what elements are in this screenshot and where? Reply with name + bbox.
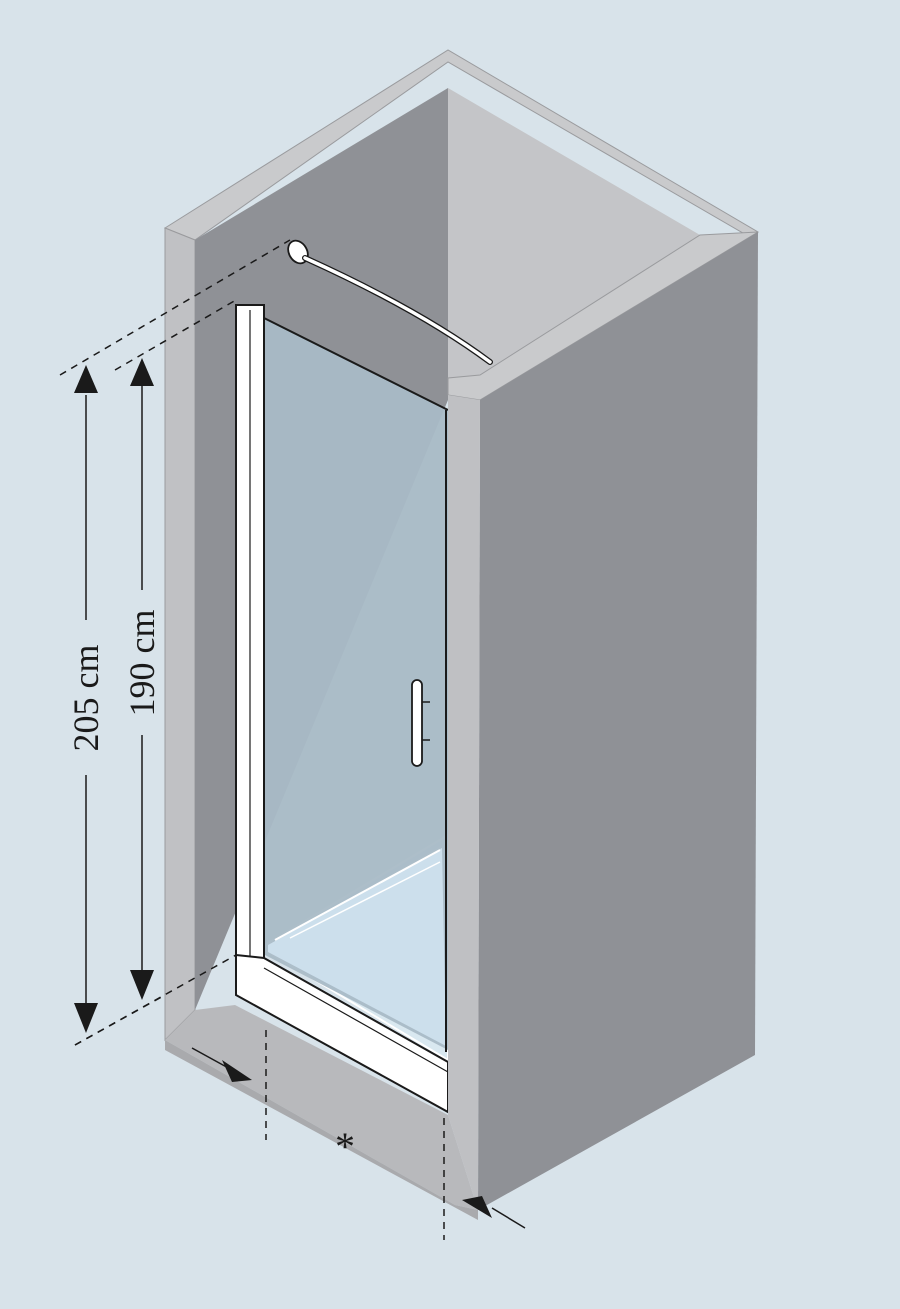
glass-door-panel bbox=[265, 318, 448, 1050]
dimension-arrow-icon bbox=[74, 358, 492, 1218]
wall-left-outer-face bbox=[164, 227, 196, 1042]
shower-head-icon bbox=[287, 239, 493, 365]
tray-rim-line-2 bbox=[289, 861, 441, 939]
floor-strip-front bbox=[165, 1040, 478, 1220]
door-handle-icon bbox=[411, 679, 430, 767]
wall-back-right bbox=[448, 88, 700, 400]
inner-height-label: 190 cm bbox=[122, 610, 162, 717]
outer-height-label: 205 cm bbox=[66, 645, 106, 752]
door-base-line bbox=[263, 967, 449, 1073]
dimension-lines bbox=[59, 239, 526, 1240]
floor-strip bbox=[165, 1005, 478, 1210]
wall-right-inner-edge bbox=[448, 395, 480, 1210]
width-marker-label: * bbox=[335, 1124, 355, 1169]
wall-right-front bbox=[478, 232, 758, 1210]
tray-through-glass bbox=[268, 848, 446, 1046]
tray-rim-line bbox=[274, 849, 441, 941]
door-top-edge bbox=[263, 317, 449, 411]
